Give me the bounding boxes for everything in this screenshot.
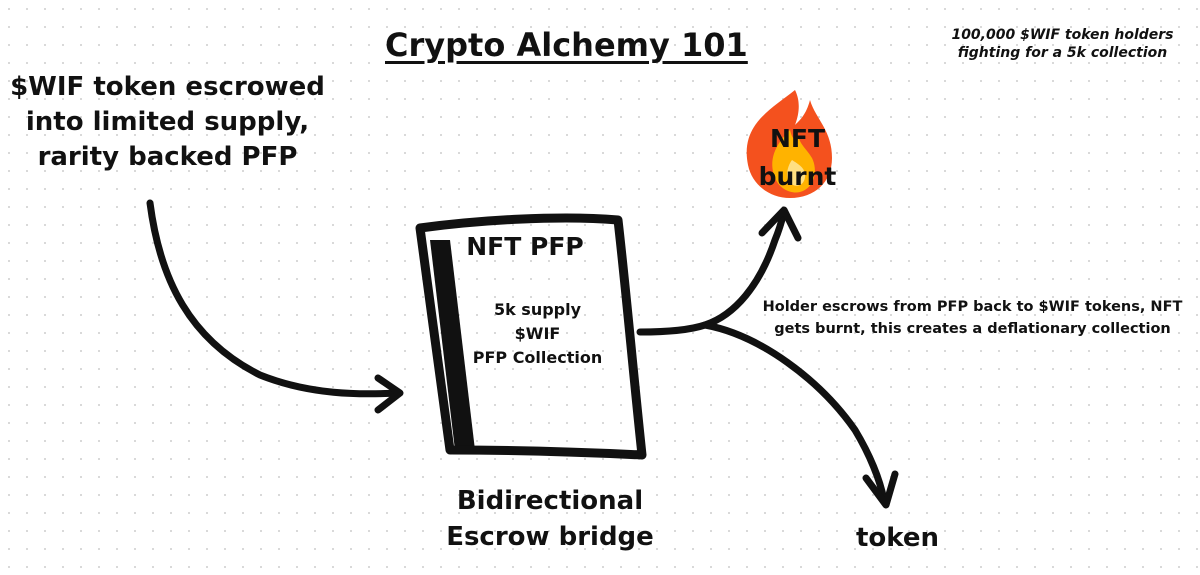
nft-burnt-label: NFT burnt [758,124,837,191]
page-title: Crypto Alchemy 101 [385,26,748,64]
card-body: 5k supply $WIF PFP Collection [455,298,620,370]
fire-icon [746,90,832,198]
card-supply-line: 5k supply [493,300,582,319]
escrow-in-note: $WIF token escrowed into limited supply,… [10,72,325,173]
holders-note: 100,000 $WIF token holders fighting for … [951,27,1174,62]
card-collection-line: PFP Collection [472,348,603,367]
escrow-out-note: Holder escrows from PFP back to $WIF tok… [762,299,1183,338]
nft-pfp-card [415,213,647,460]
bridge-label: Bidirectional Escrow bridge [446,486,654,553]
card-token-line: $WIF [514,324,561,343]
token-label: token [855,523,940,553]
escrow-out-arrows [636,206,899,509]
card-title: NFT PFP [466,232,584,261]
escrow-in-arrow [146,199,404,414]
